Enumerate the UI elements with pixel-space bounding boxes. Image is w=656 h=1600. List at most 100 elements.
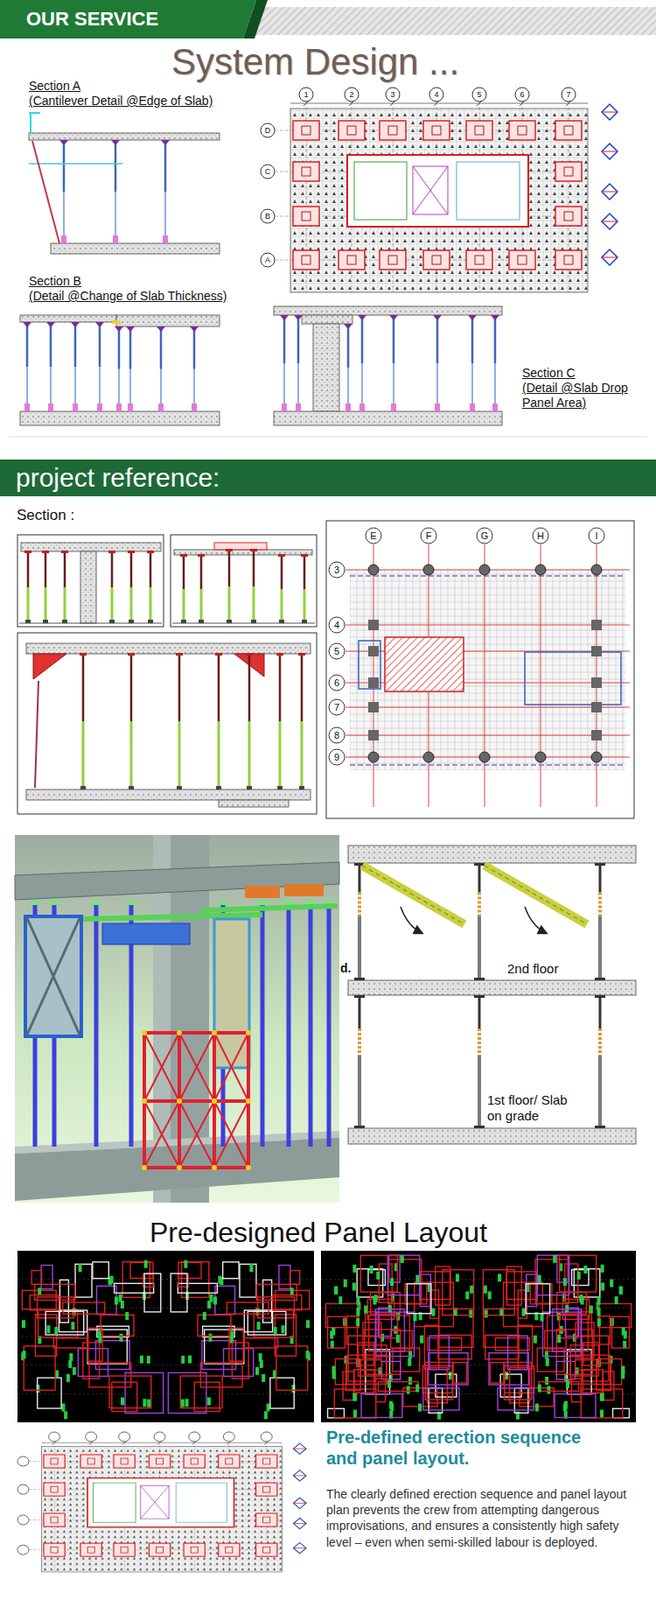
prop-base [128,619,134,623]
panel-mark [259,1359,264,1368]
panel-outline [95,1339,130,1369]
panel-mark [535,1402,539,1411]
prop-head [357,314,367,321]
column-head [50,1515,58,1522]
prop-base [279,619,285,623]
prop-base [345,403,351,412]
panel-mark [343,1278,348,1287]
column-head [564,211,573,221]
column-head [263,1545,271,1552]
prop-head [146,550,154,553]
prop-lower [178,721,182,787]
concrete-slab [20,411,220,426]
prop-base [226,619,232,623]
panel-outline [244,1337,279,1347]
core-part [140,1485,169,1519]
panel-mark [125,1311,129,1319]
prop-head [114,326,124,332]
prop-base [61,235,67,244]
prop-inner-tube [118,329,121,370]
column [368,619,379,630]
render-background [14,834,340,1202]
cad-background [17,1249,315,1422]
panel-outline [346,1353,387,1383]
edge-post [28,111,41,114]
tower-ledger [142,1165,251,1169]
tower-joint [176,1029,182,1035]
band-fill [0,0,257,39]
plan-frame [326,520,635,818]
figure-letter: d. [340,960,351,976]
column-head [225,1457,233,1464]
panel-outline [263,1278,273,1322]
panel-outline [34,1283,76,1299]
prop-head [474,994,485,998]
panel-outline [552,1308,582,1351]
tower-brace [144,1100,180,1167]
panel-mark [46,1324,50,1333]
grid-bubble [260,1430,273,1441]
edge-bracket [33,653,67,679]
prop-tube [347,327,349,405]
section-marker [601,143,618,160]
plan-copy [17,1430,307,1571]
beam-holes [484,865,587,924]
panel-mark [600,1392,604,1401]
prop-base [48,403,54,412]
core-opening [347,154,529,227]
grid-bubble [328,616,345,633]
panel-mark [273,1325,278,1334]
column [368,729,379,740]
panel-outline [508,1334,528,1369]
tower-joint [176,1164,182,1170]
panel-mark [465,1290,469,1299]
panel-mark [334,1285,338,1294]
grid-number: 5 [476,90,482,99]
panel-outline [428,1352,468,1384]
column [368,676,379,688]
panel-mark [540,1312,545,1320]
prop-upper [248,653,252,722]
section-marker-line [293,1546,307,1548]
cad-grid [17,1306,315,1308]
grid-bubble [48,1430,61,1441]
panel-outline [29,1294,59,1310]
column [479,751,490,762]
prop-head [160,139,170,146]
column [80,551,97,623]
section-band: project reference: [0,459,656,496]
panel-outline [360,1254,398,1292]
panel-mark [563,1277,567,1285]
tower-brace [179,1100,215,1167]
prop-base [277,785,283,789]
panel-mark [552,1254,557,1263]
panel-mark [306,1318,310,1327]
panel-outline [378,1263,392,1302]
panel-outline [328,1407,345,1417]
column-drop-panel [43,1453,65,1467]
prop-base [251,619,257,623]
prop-base [191,403,197,412]
panel-mark [110,1275,114,1284]
concrete-slab [301,314,353,324]
prop-upper [358,862,362,893]
panel-mark [353,1392,357,1401]
prop-head [467,314,477,321]
panel-outline [223,1261,239,1278]
grid-bubble [17,1483,29,1494]
section-marker-line [601,257,618,259]
prop-base [158,403,164,412]
grid-bubble [344,87,359,102]
prop-adjuster [477,892,482,916]
prop-lower [149,586,153,620]
panel-outline [92,1261,109,1278]
section-marker-line [293,1473,307,1475]
panel-outline [23,1345,56,1389]
column-head [156,1545,164,1552]
panel-brace [27,917,80,1034]
prop-head [278,553,286,557]
panel-mark [408,1349,412,1358]
panel-outline [114,1282,154,1292]
grid-bubble [561,87,576,102]
panel-mark [415,1383,419,1392]
